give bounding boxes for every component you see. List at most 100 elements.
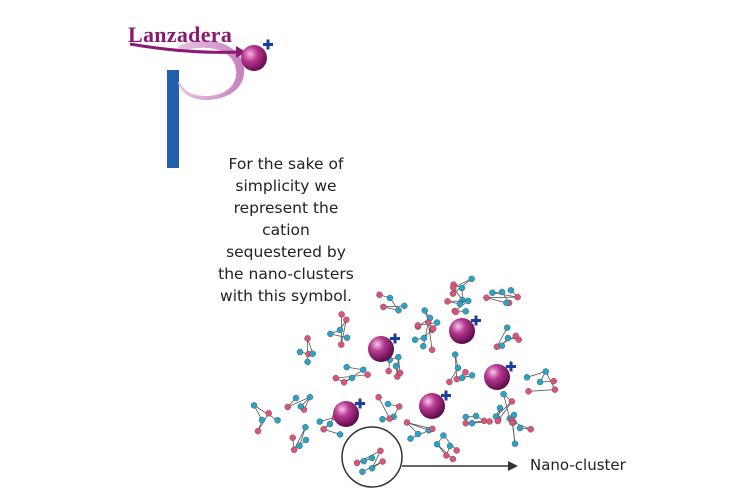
atom — [309, 350, 316, 357]
atom — [320, 426, 327, 433]
bond — [378, 397, 390, 419]
atom — [523, 374, 531, 381]
atom — [421, 307, 428, 314]
atom — [527, 426, 534, 433]
plus-icon — [509, 361, 513, 372]
atom — [289, 434, 296, 441]
atom — [525, 388, 532, 395]
atom — [454, 364, 462, 372]
plus-icon — [474, 315, 478, 326]
bond — [340, 319, 347, 345]
atom — [450, 284, 457, 291]
atom — [304, 335, 311, 342]
bond — [371, 450, 381, 469]
atom — [265, 410, 272, 417]
caption-text: For the sake of simplicity we represent … — [196, 153, 376, 307]
atom — [336, 431, 344, 438]
atom — [428, 346, 436, 354]
atom — [503, 324, 511, 331]
atom — [360, 457, 368, 465]
atom — [403, 419, 411, 426]
caption-line: with this symbol. — [220, 287, 352, 305]
atom — [504, 334, 512, 342]
callout-arrow-head — [508, 461, 518, 471]
atom — [449, 290, 457, 297]
atom — [327, 330, 334, 338]
atom — [508, 398, 516, 405]
caption-line: represent the — [233, 199, 339, 217]
cluster-group — [250, 275, 559, 475]
atom — [453, 375, 460, 383]
cation-symbol — [368, 333, 400, 362]
atom — [368, 464, 376, 472]
logo-arrow — [129, 42, 239, 54]
atom — [509, 419, 516, 426]
atom — [498, 288, 506, 296]
atom — [443, 452, 450, 459]
atom — [486, 418, 493, 425]
atom — [379, 415, 386, 423]
atom — [462, 420, 469, 427]
atom — [493, 343, 501, 350]
atom — [511, 440, 519, 447]
atom — [336, 326, 344, 334]
atom — [414, 430, 422, 438]
caption-line: For the sake of — [228, 155, 344, 173]
cation-ball — [333, 401, 359, 427]
atom — [396, 403, 403, 410]
bond — [299, 427, 306, 446]
atom — [446, 378, 453, 386]
plus-icon — [358, 398, 362, 409]
caption-line: cation — [262, 221, 310, 239]
molecule-cluster — [327, 311, 351, 348]
cation-ball — [368, 336, 394, 362]
bond — [427, 322, 433, 350]
logo-cation — [241, 39, 273, 71]
bond — [422, 322, 429, 347]
atom — [452, 308, 459, 316]
atom — [420, 334, 428, 342]
plus-icon — [444, 390, 448, 401]
bond — [486, 297, 507, 304]
atom — [550, 377, 557, 385]
atom — [250, 402, 258, 409]
bond — [526, 371, 546, 378]
atom — [385, 367, 392, 375]
molecule-cluster — [411, 319, 437, 354]
molecule-cluster — [296, 335, 316, 366]
atom — [386, 415, 393, 422]
atom — [514, 293, 521, 301]
atom — [353, 459, 361, 467]
atom — [395, 307, 402, 314]
logo-arrow-head — [236, 46, 246, 58]
bond — [528, 389, 555, 392]
atom — [326, 420, 334, 428]
cation-group — [333, 315, 516, 427]
atom — [542, 368, 549, 375]
atom — [348, 374, 356, 382]
atom — [494, 417, 502, 425]
atom — [458, 374, 466, 382]
cation-ball — [484, 364, 510, 390]
atom — [306, 393, 314, 401]
atom — [302, 424, 309, 431]
bond — [492, 292, 518, 298]
caption-line: sequestered by — [226, 243, 346, 261]
molecule-cluster — [433, 432, 460, 463]
bond — [496, 327, 508, 347]
bond — [293, 427, 306, 451]
atom — [414, 322, 422, 329]
atom — [430, 325, 437, 332]
atom — [377, 447, 384, 455]
atom — [468, 275, 475, 283]
caption-line: simplicity we — [235, 177, 337, 195]
bond — [383, 305, 405, 308]
molecule-cluster — [289, 424, 310, 454]
atom — [254, 427, 262, 435]
molecule-cluster — [523, 368, 559, 395]
nano-cluster-label: Nano-cluster — [530, 456, 626, 474]
plus-icon — [393, 333, 397, 344]
atom — [302, 436, 310, 444]
atom — [316, 418, 323, 425]
atom — [516, 424, 524, 432]
